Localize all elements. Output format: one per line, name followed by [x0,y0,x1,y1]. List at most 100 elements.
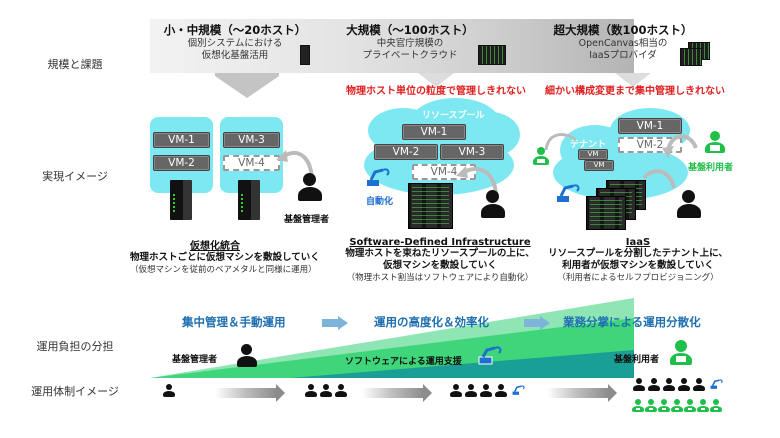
scale-sub: 個別システムにおける [187,38,283,49]
admin-person-icon [678,378,690,391]
description-line: 仮想マシンを敷設していく [383,260,497,271]
user-person-icon [645,399,657,412]
scale-very-large: 超大規模（数100ホスト） OpenCanvas相当の IaaSプロバイダ [548,22,698,62]
admin-person-icon [676,190,702,220]
user-person-icon [658,399,670,412]
band-admin-label: 基盤管理者 [172,355,218,365]
user-person-icon [670,340,692,366]
vm-box: VM-1 [153,132,210,148]
automation-label: 自動化 [366,197,394,207]
user-label: 基盤利用者 [688,163,734,173]
admin-person-icon [305,384,317,397]
right-arrow-icon [322,316,348,330]
row-label-ops-structure: 運用体制イメージ [31,385,119,398]
admin-person-icon [480,190,506,220]
scale-title: 大規模（〜100ホスト） [346,23,474,37]
scale-small-medium: 小・中規模（〜20ホスト） 個別システムにおける 仮想化基盤活用 [160,22,310,62]
stage-label-2: 運用の高度化＆効率化 [374,315,489,329]
user-person-icon [671,399,683,412]
admin-person-icon [320,384,332,397]
robot-arm-icon [367,168,390,186]
scale-sub: IaaSプロバイダ [589,50,657,61]
description-title: Software-Defined Infrastructure [349,237,531,248]
description-note: （利用者によるセルフプロビジョニング） [557,273,719,283]
server-tower-icon [238,180,260,220]
scale-title: 超大規模（数100ホスト） [553,23,693,37]
description-title: 仮想化統合 [190,241,240,252]
rack-server-icon [408,183,453,229]
admin-person-icon [335,384,347,397]
scale-title: 小・中規模（〜20ホスト） [163,23,307,37]
vm-box: VM-1 [402,124,466,140]
admin-person-icon [236,344,258,368]
description-line: 物理ホストごとに仮想マシンを敷設していく [130,252,320,263]
progress-arrow-icon [215,384,285,402]
admin-person-icon [480,384,492,397]
curved-arrow-icon [544,133,577,151]
down-arrow-icon [418,73,454,87]
admin-person-icon [663,378,675,391]
description-iaas: IaaS リソースプールを分割したテナント上に、 利用者が仮想マシンを敷設してい… [548,237,728,284]
scale-header-band [150,19,634,73]
user-person-icon [684,399,696,412]
scale-sub: 仮想化基盤活用 [201,50,269,61]
admin-person-icon [693,378,705,391]
user-person-icon [705,131,725,153]
vm-box-new: VM-4 [223,155,280,171]
admin-person-icon [633,378,645,391]
vm-box: VM-2 [374,144,438,160]
challenge-very-large: 細かい構成変更まで集中管理しきれない [545,86,725,97]
curved-arrow-icon [662,134,698,158]
load-sharing-band [150,298,634,378]
row-label-load-sharing: 運用負担の分担 [36,340,114,353]
robot-arm-icon [557,184,580,202]
vm-box-new: VM-2 [618,137,682,153]
down-arrow-icon [215,76,279,98]
progress-arrow-icon [362,384,432,402]
robot-arm-icon [710,379,723,389]
scale-sub: プライベートクラウド [362,50,458,61]
vm-box: VM-3 [440,144,504,160]
admin-person-icon [163,384,175,397]
scale-large: 大規模（〜100ホスト） 中央官庁規模の プライベートクラウド [335,22,485,62]
curved-arrow-icon [642,169,676,189]
user-person-icon [533,147,549,165]
vm-box: VM-3 [223,132,280,148]
description-line: 利用者が仮想マシンを敷設していく [562,260,714,271]
description-note: （仮想マシンを従前のベアメタルと同様に運用） [130,265,317,275]
tenant-label: テナント [570,140,607,150]
stage-label-3: 業務分掌による運用分散化 [563,315,701,329]
down-arrow-bar [215,73,279,76]
admin-person-icon [450,384,462,397]
stage-label-1: 集中管理＆手動運用 [182,315,286,329]
robot-arm-icon [478,346,502,365]
admin-label: 基盤管理者 [284,215,330,225]
robot-arm-icon [512,385,525,395]
user-person-icon [710,399,722,412]
scale-sub: OpenCanvas相当の [578,38,668,49]
description-line: リソースプールを分割したテナント上に、 [548,248,728,259]
progress-arrow-icon [547,384,617,402]
challenge-large: 物理ホスト単位の粒度で管理しきれない [346,86,526,97]
admin-person-icon [465,384,477,397]
tenant-vm-box: VM [578,149,608,160]
admin-person-icon [648,378,660,391]
band-user-label: 基盤利用者 [614,355,660,365]
resource-pool-label: リソースプール [422,111,485,121]
admin-person-icon [297,173,323,203]
description-line: 物理ホストを束ねたリソースプールの上に、 [345,248,535,259]
curved-arrow-icon [456,166,498,195]
row-label-scale: 規模と課題 [47,58,103,71]
vm-box: VM-2 [153,155,210,171]
server-tower-icon [170,180,192,220]
tenant-vm-box: VM [584,160,614,171]
rack-icon [478,45,506,65]
rack-icon [680,48,702,66]
server-icon [300,45,310,65]
description-title: IaaS [625,237,651,248]
user-person-icon [632,399,644,412]
curved-arrow-icon [276,150,314,179]
band-software-label: ソフトウェアによる運用支援 [345,357,462,367]
description-sdi: Software-Defined Infrastructure 物理ホストを束ね… [345,237,535,284]
admin-person-icon [495,384,507,397]
